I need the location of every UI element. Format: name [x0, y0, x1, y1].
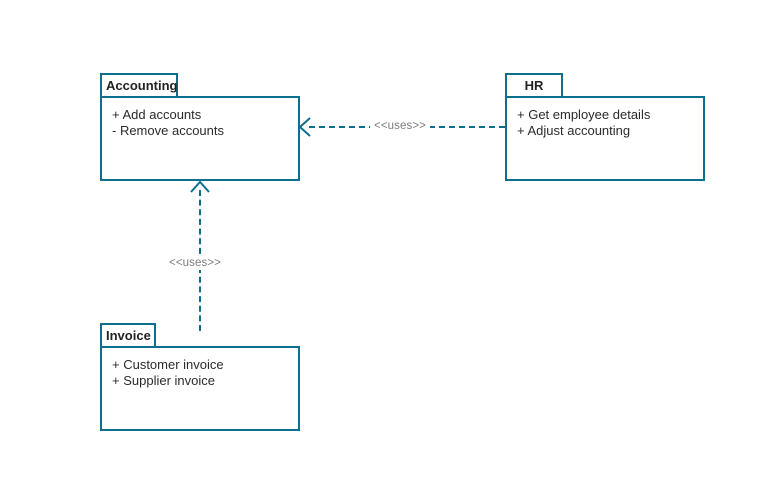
- package-hr-title: HR: [505, 73, 563, 96]
- dependency-label-hr-to-accounting: <<uses>>: [370, 119, 430, 133]
- package-accounting-title: Accounting: [100, 73, 178, 96]
- dependency-arrowhead-hr-to-accounting: [298, 117, 311, 137]
- package-member: + Adjust accounting: [517, 123, 631, 138]
- package-accounting-body: + Add accounts - Remove accounts: [100, 96, 300, 181]
- package-member: + Customer invoice: [112, 357, 224, 372]
- package-hr-member-list: + Get employee details + Adjust accounti…: [507, 98, 703, 139]
- package-accounting[interactable]: Accounting + Add accounts - Remove accou…: [100, 73, 300, 181]
- package-invoice-title: Invoice: [100, 323, 156, 346]
- package-member: - Remove accounts: [112, 123, 224, 138]
- package-invoice[interactable]: Invoice + Customer invoice + Supplier in…: [100, 323, 300, 431]
- package-invoice-member-list: + Customer invoice + Supplier invoice: [102, 348, 298, 389]
- package-hr-body: + Get employee details + Adjust accounti…: [505, 96, 705, 181]
- package-invoice-body: + Customer invoice + Supplier invoice: [100, 346, 300, 431]
- dependency-label-invoice-to-accounting: <<uses>>: [165, 256, 225, 270]
- package-member: + Get employee details: [517, 107, 651, 122]
- package-hr[interactable]: HR + Get employee details + Adjust accou…: [505, 73, 705, 181]
- package-member: + Add accounts: [112, 107, 202, 122]
- dependency-arrowhead-invoice-to-accounting: [190, 180, 210, 193]
- package-member: + Supplier invoice: [112, 373, 215, 388]
- package-accounting-member-list: + Add accounts - Remove accounts: [102, 98, 298, 139]
